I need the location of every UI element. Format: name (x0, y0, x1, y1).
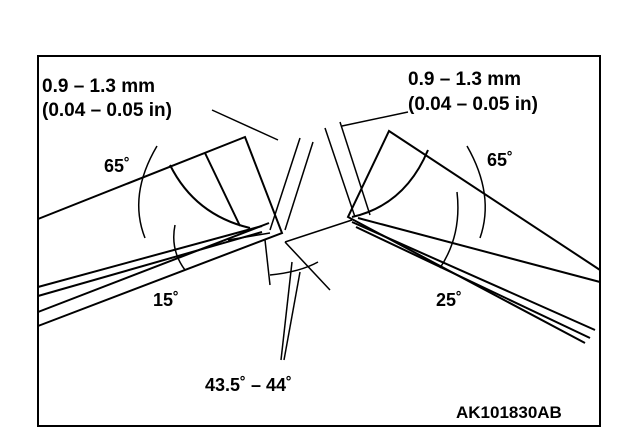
left-gap-ext-1 (269, 137, 301, 231)
left-blade-edge-line (37, 225, 263, 288)
center-pointer-1 (283, 271, 301, 361)
right-top-angle-label: 65˚ (487, 150, 513, 170)
left-gap-ext-2 (284, 141, 314, 231)
right-bottom-arc (439, 191, 459, 269)
center-angle-label: 43.5˚ – 44˚ (205, 375, 292, 395)
right-gap-ext-2 (324, 127, 356, 218)
left-blade-bevel-line (37, 222, 270, 313)
right-blade-bevel-line (357, 217, 601, 283)
right-blade-curve (351, 149, 429, 218)
left-blade-face-line (204, 152, 241, 227)
left-blade (37, 135, 284, 327)
left-bottom-angle-label: 15˚ (153, 290, 179, 310)
left-blade-curve (169, 164, 251, 229)
left-blade-outline (37, 135, 284, 327)
center-ref-right (284, 241, 331, 291)
left-top-angle-label: 65˚ (104, 156, 130, 176)
left-leader (211, 109, 279, 141)
left-blade-edge-line-2 (37, 231, 263, 297)
right-blade-edge-line-2 (355, 226, 591, 339)
left-gap-in-label: (0.04 – 0.05 in) (42, 100, 172, 121)
left-bottom-arc (173, 224, 186, 271)
center-ref-left (264, 239, 271, 286)
left-angle-ref (227, 232, 271, 241)
dimension-lines (138, 109, 486, 361)
right-gap-mm-label: 0.9 – 1.3 mm (408, 69, 521, 90)
right-blade (346, 129, 601, 344)
right-leader (341, 111, 409, 127)
right-gap-ext-1 (339, 121, 371, 216)
left-top-arc (138, 145, 158, 239)
center-pointer-2 (280, 261, 293, 361)
right-blade-edge-line (351, 221, 596, 331)
right-bottom-angle-label: 25˚ (436, 290, 462, 310)
figure-code: AK101830AB (456, 403, 562, 422)
right-gap-in-label: (0.04 – 0.05 in) (408, 94, 538, 115)
center-ref-mid (284, 219, 353, 243)
figure-border (37, 55, 601, 427)
right-top-arc (466, 145, 486, 239)
left-gap-mm-label: 0.9 – 1.3 mm (42, 76, 155, 97)
center-arc (269, 261, 319, 276)
